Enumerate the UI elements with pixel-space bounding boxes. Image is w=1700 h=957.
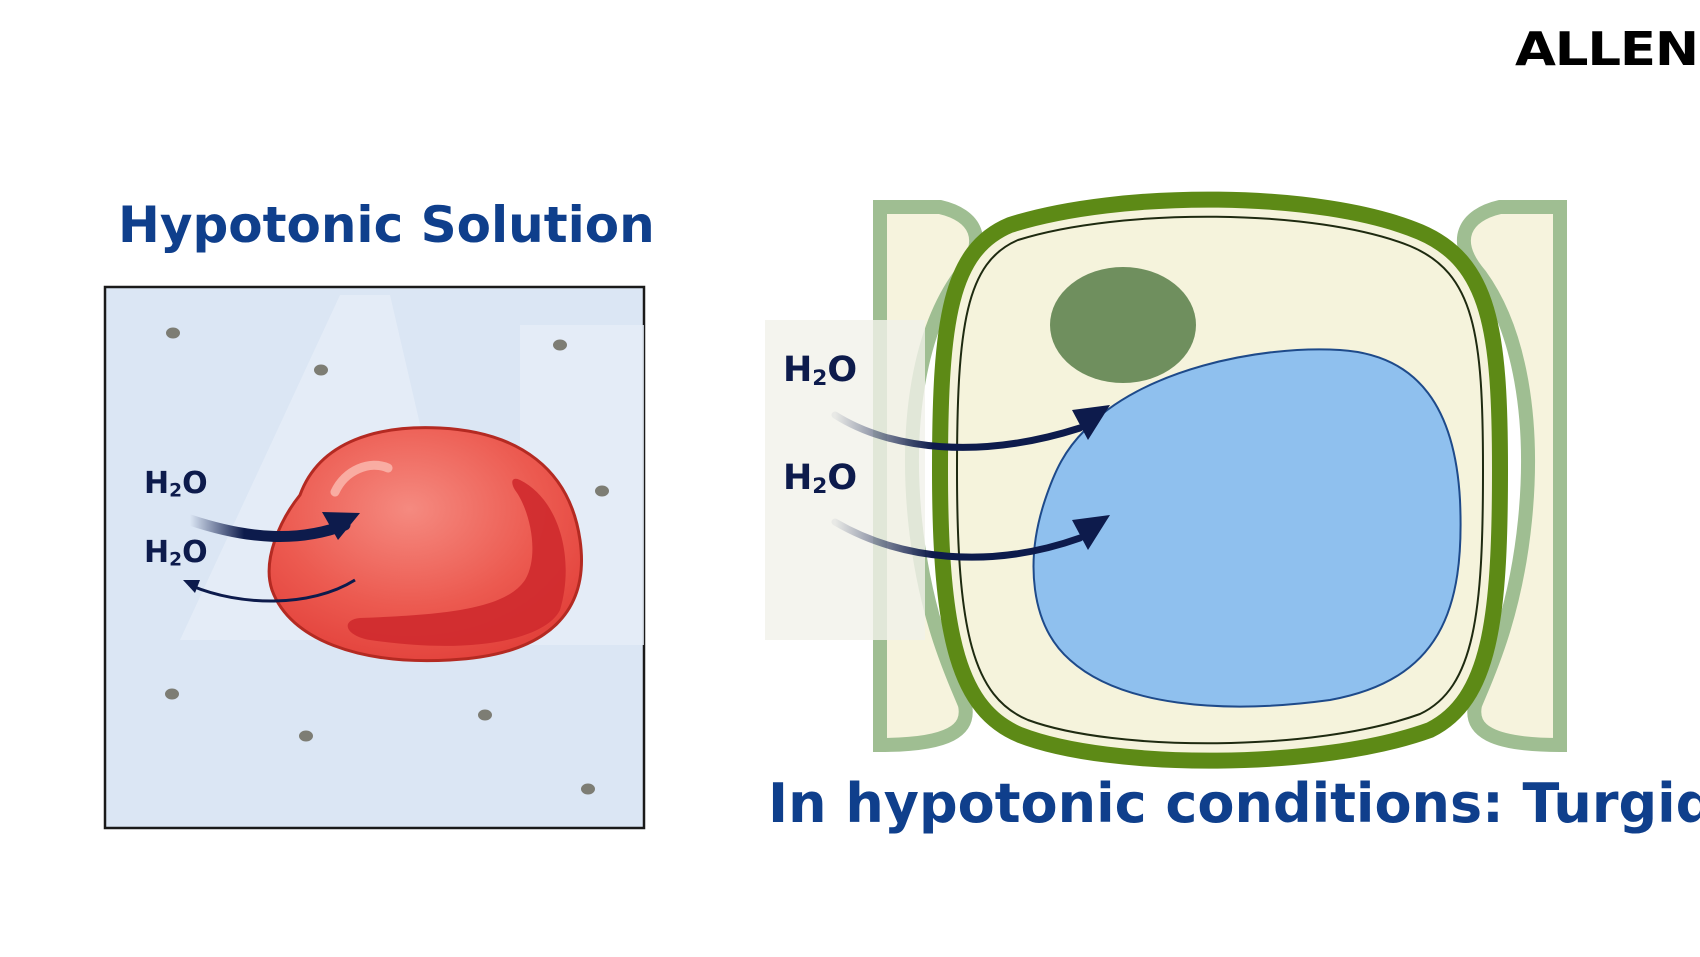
neighbor-cell-right xyxy=(1456,200,1567,753)
vacuole xyxy=(1032,348,1462,708)
water-out-label: H2O xyxy=(144,535,208,571)
nucleus xyxy=(1050,267,1196,383)
red-blood-cell xyxy=(267,426,583,663)
allen-logo: ALLEN xyxy=(1515,22,1699,76)
water-in-label: H2O xyxy=(144,466,208,502)
water-in-arrow xyxy=(184,512,360,542)
solute-particles xyxy=(165,327,609,795)
left-panel-title: Hypotonic Solution xyxy=(118,196,655,254)
water-out-arrow xyxy=(183,578,356,603)
watermark-shape xyxy=(765,320,925,640)
water-label-upper: H2O xyxy=(783,350,858,391)
water-label-lower: H2O xyxy=(783,458,858,499)
water-in-arrow-lower xyxy=(831,515,1110,561)
right-panel-caption: In hypotonic conditions: Turgid xyxy=(768,772,1700,835)
water-in-arrow-upper xyxy=(831,405,1110,451)
